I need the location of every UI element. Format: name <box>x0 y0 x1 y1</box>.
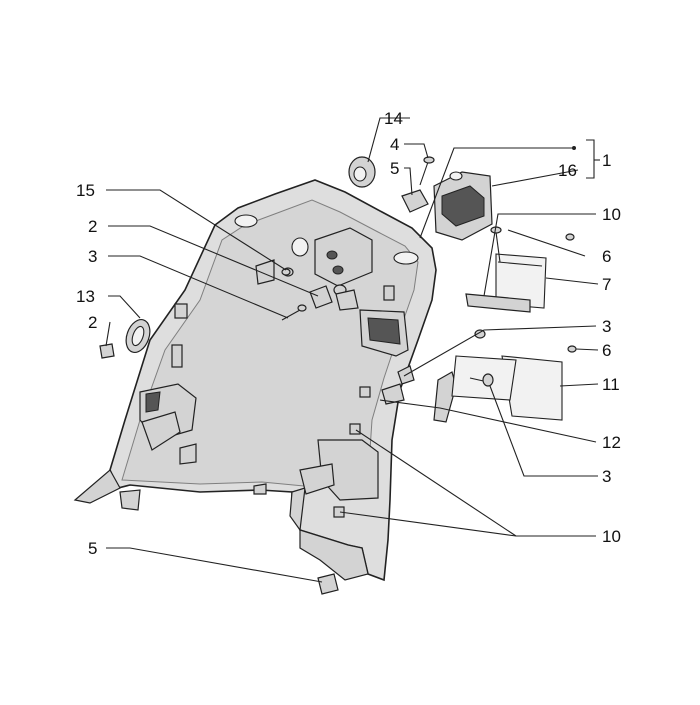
part-5-clip-upper <box>401 189 429 213</box>
callout-2: 2 <box>88 313 97 332</box>
part-6-screw-lower <box>567 345 577 353</box>
callout-11: 11 <box>602 375 620 394</box>
callout-5: 5 <box>390 159 399 178</box>
callout-12: 12 <box>602 433 621 452</box>
callout-10: 10 <box>602 527 621 546</box>
callout-6: 6 <box>602 247 611 266</box>
part-15-grommet <box>281 268 291 276</box>
callout-3: 3 <box>602 467 611 486</box>
callout-14: 14 <box>384 109 403 128</box>
part-5-clip-lower <box>317 573 339 595</box>
callout-15: 15 <box>76 181 95 200</box>
part-3-screw-lower <box>469 373 494 387</box>
part-3-screw-upper <box>281 304 307 321</box>
callout-10: 10 <box>602 205 621 224</box>
part-12-hook <box>381 371 457 423</box>
callouts: 14 4 5 16 1 15 2 3 10 6 7 13 2 3 6 11 12… <box>76 109 621 558</box>
part-4-screw <box>419 156 435 186</box>
leader-lines <box>105 117 600 583</box>
callout-7: 7 <box>602 275 611 294</box>
callout-2: 2 <box>88 217 97 236</box>
part-16-housing <box>433 171 493 241</box>
callout-13: 13 <box>76 287 95 306</box>
callout-5: 5 <box>88 539 97 558</box>
callout-16: 16 <box>558 161 577 180</box>
part-7-lid <box>465 253 547 313</box>
callout-1: 1 <box>602 151 611 170</box>
part-6-screw-upper <box>490 226 575 263</box>
part-13-ring <box>125 318 151 354</box>
part-14-grommet <box>348 156 376 188</box>
leg-shield-panel <box>73 179 437 582</box>
callout-3: 3 <box>88 247 97 266</box>
part-2-nut-left <box>99 343 115 359</box>
callout-6: 6 <box>602 341 611 360</box>
callout-4: 4 <box>390 135 399 154</box>
callout-3: 3 <box>602 317 611 336</box>
